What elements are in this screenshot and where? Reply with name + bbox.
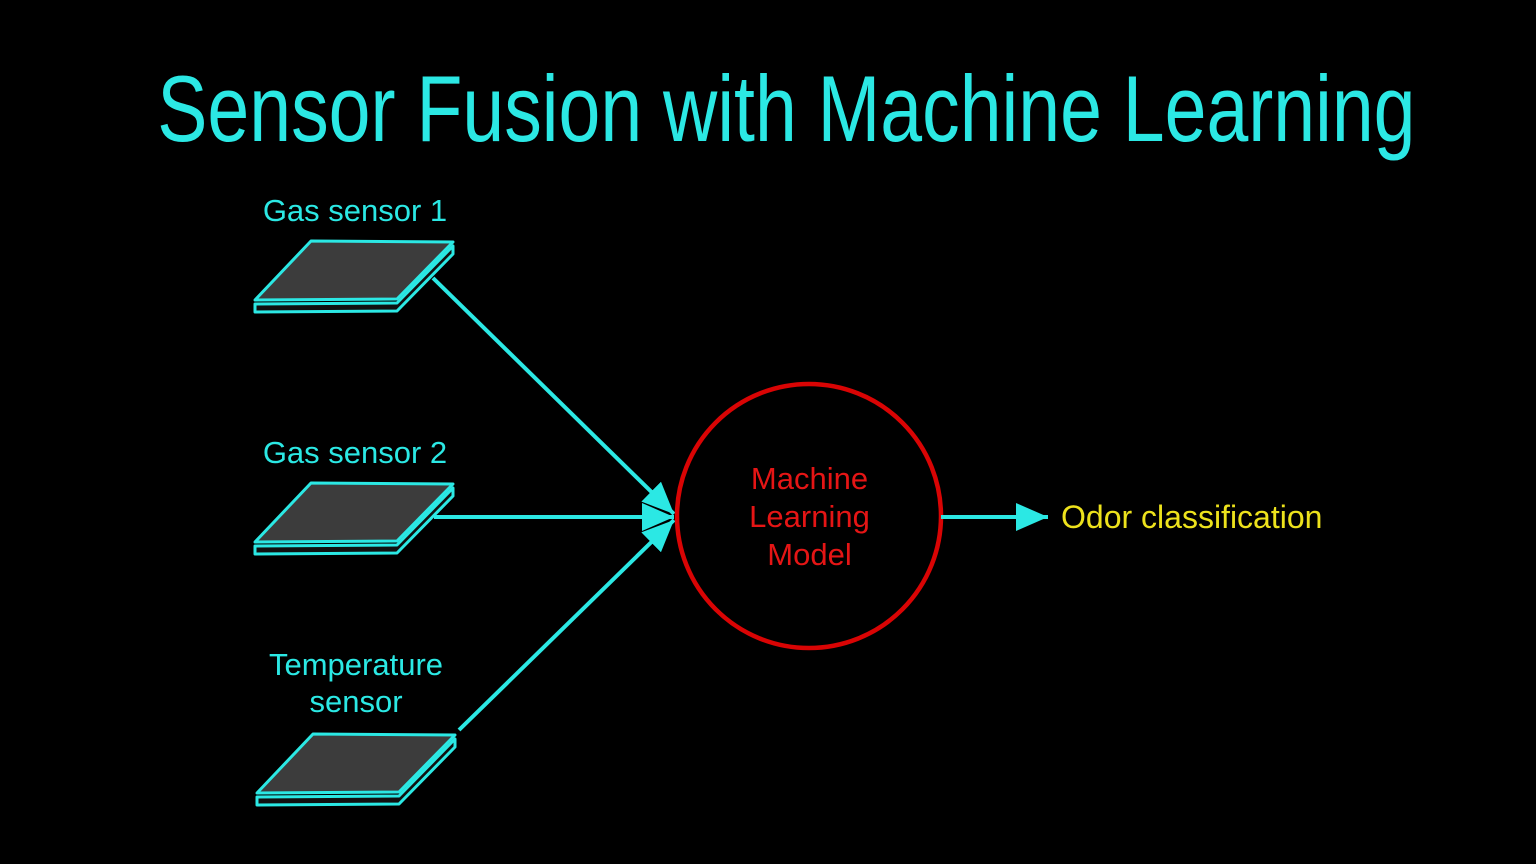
ml-model-label-line-2: Learning <box>749 498 870 534</box>
ml-model-label: Machine Learning Model <box>677 384 942 649</box>
temperature-sensor-label: Temperature sensor <box>268 647 444 719</box>
gas-sensor-1-label: Gas sensor 1 <box>262 193 448 228</box>
gas-sensor-2-label: Gas sensor 2 <box>262 435 448 470</box>
slide-title: Sensor Fusion with Machine Learning <box>0 62 1536 156</box>
ml-model-label-line-3: Model <box>767 536 852 572</box>
slide-title-text: Sensor Fusion with Machine Learning <box>157 56 1416 161</box>
gas-sensor-1-plate-icon <box>253 239 455 314</box>
odor-classification-label: Odor classification <box>1061 499 1323 535</box>
gas-sensor-2-plate-icon <box>253 481 455 556</box>
arrow-temp-to-model-icon <box>457 518 676 732</box>
arrow-gas1-to-model-icon <box>431 276 676 516</box>
temperature-sensor-plate-icon <box>255 732 457 807</box>
ml-model-label-line-1: Machine <box>750 460 869 496</box>
